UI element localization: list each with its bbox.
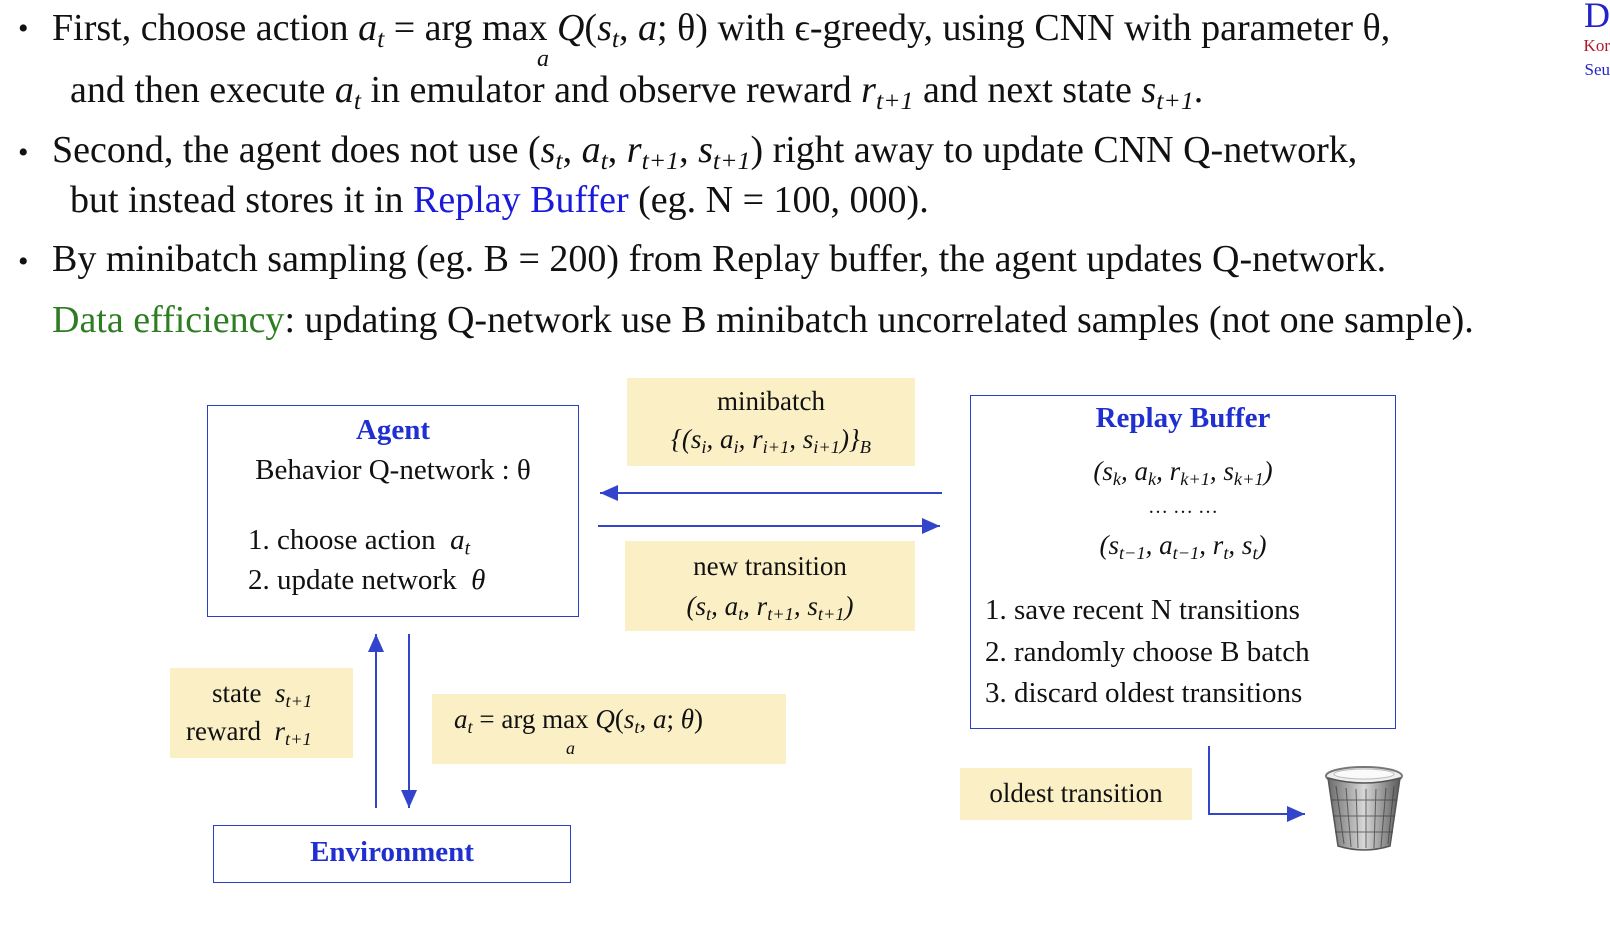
environment-box: Environment <box>213 825 571 883</box>
new-transition-formula: (st, at, rt+1, st+1) <box>686 591 854 625</box>
bullet-3-line-1: By minibatch sampling (eg. B = 200) from… <box>52 238 1387 280</box>
reward-label: reward rt+1 <box>186 716 312 750</box>
bullet-2-line-1: Second, the agent does not use (st, at, … <box>52 129 1358 176</box>
agent-step-2: 2. update network θ <box>248 564 486 596</box>
state-reward-note: state st+1 reward rt+1 <box>170 668 353 758</box>
action-formula: at = arg max Q(st, a; θ) <box>454 704 703 738</box>
replay-step-2: 2. randomly choose B batch <box>985 636 1310 668</box>
new-transition-note: new transition (st, at, rt+1, st+1) <box>625 541 915 631</box>
replay-buffer-link: Replay Buffer <box>413 179 629 221</box>
arrow-oldest-to-trash <box>1208 746 1305 822</box>
replay-transition-1: (sk, ak, rk+1, sk+1) <box>1093 456 1273 490</box>
bullet-dot-1: • <box>18 12 29 45</box>
minibatch-note: minibatch {(si, ai, ri+1, si+1)}B <box>627 378 915 466</box>
agent-step-1: 1. choose action at <box>248 524 471 560</box>
agent-title: Agent <box>355 414 431 446</box>
bullet-2-line-2: but instead stores it in Replay Buffer (… <box>70 179 929 221</box>
corner-text-2: Seu <box>1584 60 1610 79</box>
oldest-transition-label: oldest transition <box>989 778 1163 808</box>
replay-ellipsis: … … … <box>1148 496 1218 518</box>
minibatch-label: minibatch <box>717 386 825 416</box>
state-label: state st+1 <box>212 678 313 712</box>
bullet-1-line-2: and then execute at in emulator and obse… <box>70 69 1204 116</box>
corner-letter: D <box>1584 0 1610 35</box>
replay-transition-2: (st−1, at−1, rt, st) <box>1099 530 1267 564</box>
data-efficiency-label: Data efficiency <box>52 299 285 341</box>
replay-buffer-box: Replay Buffer (sk, ak, rk+1, sk+1) … … …… <box>970 395 1396 729</box>
bullet-1-line-1: First, choose action at = arg max Q(st, … <box>52 7 1391 54</box>
new-transition-label: new transition <box>693 551 847 581</box>
replay-step-1: 1. save recent N transitions <box>985 594 1300 626</box>
action-note: at = arg max Q(st, a; θ) a <box>432 694 786 764</box>
minibatch-formula: {(si, ai, ri+1, si+1)}B <box>671 424 871 458</box>
corner-text-1: Kor <box>1583 36 1610 55</box>
bullet-dot-3: • <box>18 245 29 278</box>
bullet-3-line-2: Data efficiency: updating Q-network use … <box>52 299 1474 341</box>
argmax-subscript-1: a <box>537 46 549 72</box>
agent-box: Agent Behavior Q-network : θ 1. choose a… <box>207 405 579 617</box>
trash-can-icon <box>1322 762 1406 852</box>
replay-step-3: 3. discard oldest transitions <box>985 677 1303 709</box>
oldest-transition-note: oldest transition <box>960 768 1192 820</box>
replay-buffer-title: Replay Buffer <box>1095 402 1271 434</box>
environment-title: Environment <box>310 836 474 868</box>
agent-subtitle: Behavior Q-network : θ <box>255 454 531 486</box>
action-argmax-subscript: a <box>566 738 575 758</box>
bullet-dot-2: • <box>18 136 29 169</box>
